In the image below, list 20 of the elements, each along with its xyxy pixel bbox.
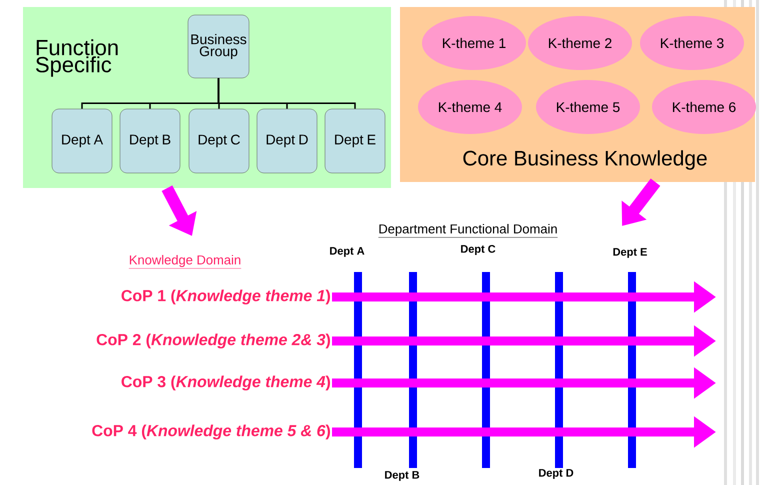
cop-label: CoP 4 (Knowledge theme 5 & 6) [92,424,330,440]
org-box: Dept A [52,108,112,174]
dept-label: Dept C [461,245,496,255]
connector-line [218,78,356,109]
org-box: Business Group [188,14,250,78]
panel-title: Function Specific [36,39,118,77]
dept-label: Dept B [385,471,420,481]
label-title: Department Functional Domain [378,224,558,238]
panel-title: Core Business Knowledge [463,150,707,170]
org-box: Dept E [324,108,386,174]
dept-label: Dept E [613,248,647,258]
org-box: Dept C [188,108,250,174]
dept-label: Dept D [539,469,574,479]
cop-label: CoP 2 (Knowledge theme 2& 3) [96,334,330,348]
cop-label: CoP 1 (Knowledge theme 1) [122,290,330,304]
dept-label: Dept A [330,247,364,257]
label-title: Knowledge Domain [128,254,242,269]
cop-label: CoP 3 (Knowledge theme 4) [122,376,330,390]
org-box: Dept B [120,108,180,174]
org-box: Dept D [256,108,318,174]
